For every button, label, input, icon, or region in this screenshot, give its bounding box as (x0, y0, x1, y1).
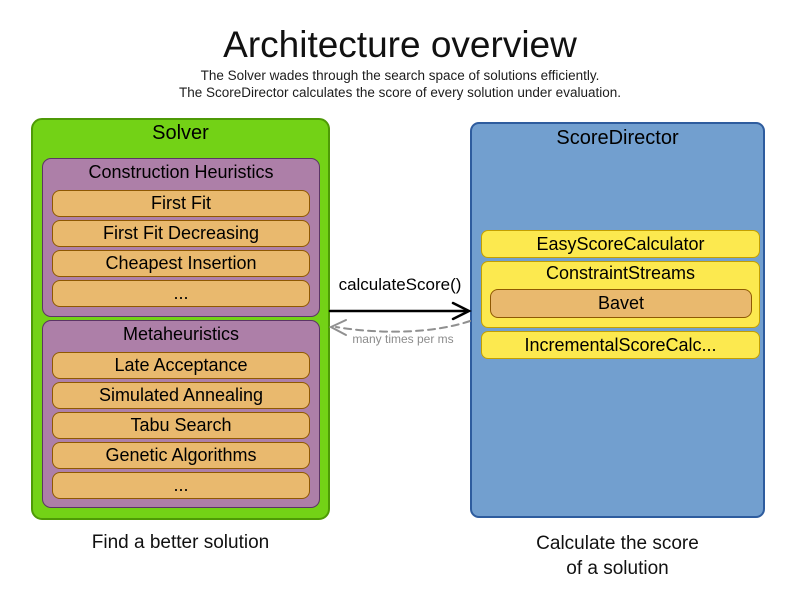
page-title: Architecture overview (223, 24, 577, 65)
algorithm-tabu-search: Tabu Search (52, 412, 310, 439)
many-times-return-arrow (328, 319, 471, 336)
score-director-caption-line-1: Calculate the score (536, 533, 699, 554)
algorithm-construction-more: ... (52, 280, 310, 307)
metaheuristics-title: Metaheuristics (122, 324, 240, 344)
algorithm-metaheuristics-more: ... (52, 472, 310, 499)
many-times-per-ms-label: many times per ms (352, 332, 454, 346)
incremental-score-calculator-box: IncrementalScoreCalc... (481, 331, 760, 359)
algorithm-simulated-annealing: Simulated Annealing (52, 382, 310, 409)
algorithm-first-fit-decreasing: First Fit Decreasing (52, 220, 310, 247)
calculate-score-label: calculateScore() (338, 275, 462, 294)
score-director-caption-line-2: of a solution (566, 558, 669, 579)
constraint-streams-title: ConstraintStreams (545, 263, 696, 283)
score-director-caption: Calculate the score of a solution (470, 531, 765, 581)
bavet-box: Bavet (490, 289, 752, 318)
score-director-title: ScoreDirector (556, 127, 679, 149)
calculate-score-arrow (328, 301, 472, 321)
solver-caption: Find a better solution (91, 532, 270, 553)
subtitle-line-1: The Solver wades through the search spac… (200, 68, 600, 83)
subtitle-line-2: The ScoreDirector calculates the score o… (179, 85, 621, 100)
construction-heuristics-title: Construction Heuristics (88, 162, 274, 182)
solver-title: Solver (152, 122, 209, 144)
easy-score-calculator-box: EasyScoreCalculator (481, 230, 760, 258)
algorithm-first-fit: First Fit (52, 190, 310, 217)
algorithm-genetic-algorithms: Genetic Algorithms (52, 442, 310, 469)
algorithm-cheapest-insertion: Cheapest Insertion (52, 250, 310, 277)
algorithm-late-acceptance: Late Acceptance (52, 352, 310, 379)
solver-scoredirector-arrows (328, 301, 472, 336)
